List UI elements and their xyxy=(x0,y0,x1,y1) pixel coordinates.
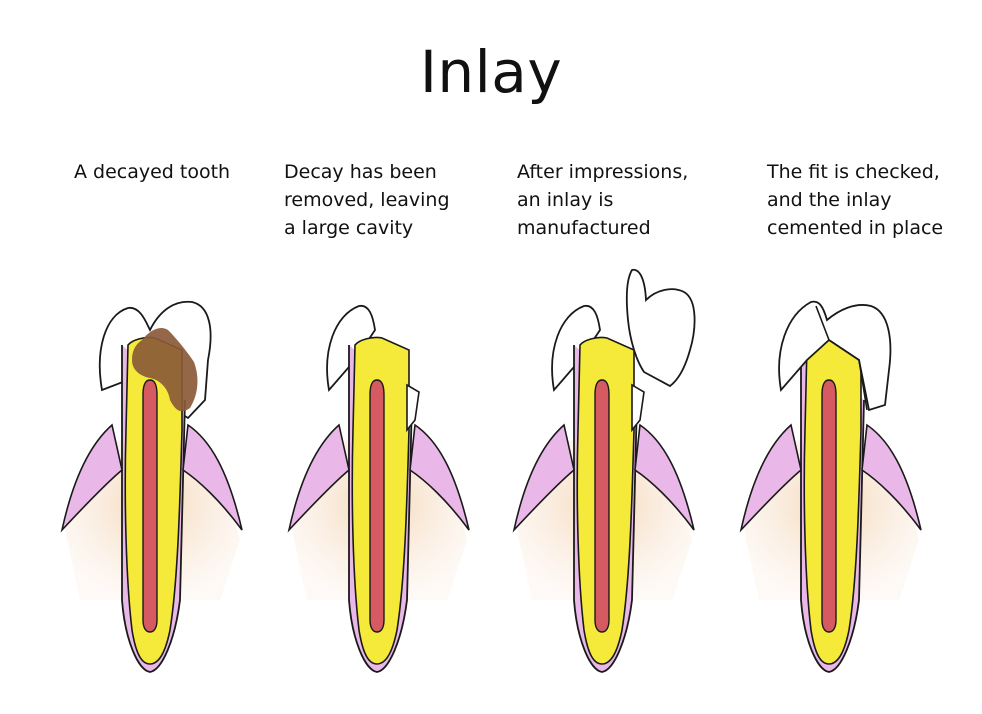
cavity-tooth xyxy=(288,304,470,673)
inlay-piece xyxy=(625,268,696,388)
inlay-prepared-tooth xyxy=(513,304,695,673)
step-2-caption: Decay has been removed, leaving a large … xyxy=(284,161,450,239)
decayed-tooth xyxy=(61,300,243,673)
page-title: Inlay xyxy=(419,38,563,106)
step-4-caption: The fit is checked, and the inlay cement… xyxy=(767,161,944,239)
decay-area xyxy=(132,328,198,412)
restored-tooth xyxy=(740,300,922,673)
step-3-caption: After impressions, an inlay is manufactu… xyxy=(517,161,689,239)
step-1-caption: A decayed tooth xyxy=(74,161,231,183)
